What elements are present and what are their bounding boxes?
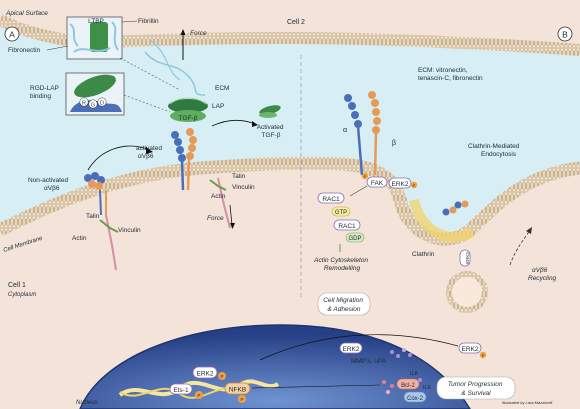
tumor-progression-box (436, 376, 516, 400)
rac1-bottom-label: RAC1 (338, 223, 356, 230)
actin-left-label: Actin (72, 235, 87, 242)
erk2-right-phospho: P (482, 353, 485, 358)
svg-text:A: A (9, 30, 15, 40)
erk2-vesicle-label: ERK2 (465, 252, 470, 264)
erk2-outside-node (339, 342, 363, 354)
bcl2-label: Bcl-2 (401, 383, 415, 389)
rgd-lap-label: RGD-LAP binding (30, 85, 61, 100)
fak-label: FAK (371, 180, 384, 187)
erk2-right-node (458, 342, 487, 359)
ecm-b-label: ECM: vitronectin, tenascin-C, fibronecti… (418, 67, 483, 82)
fak-phospho: P (364, 174, 367, 179)
ltbp-label: LTBP (88, 18, 104, 25)
erk2-b-label: ERK2 (392, 181, 409, 188)
rac1-gdp-node (333, 219, 365, 243)
panel-b-integrin (344, 91, 381, 176)
clathrin-coat (409, 198, 475, 242)
apical-surface-label: Apical Surface (5, 10, 48, 17)
credit-label: Illustrated by Lara Mazzinelli (502, 400, 553, 405)
gtp-label: GTP (335, 210, 347, 216)
recycling-label: αVβ6 Recycling (528, 267, 557, 282)
cytokine-cluster (382, 378, 427, 403)
clathrin-label: Clathrin (412, 251, 435, 258)
ets1-node (169, 383, 203, 399)
erk2-nucleus-node (192, 366, 226, 380)
svg-text:B: B (562, 30, 568, 40)
activated-tgfb-icon (259, 105, 281, 118)
activated-tgfb-label: Activated TGF-β (257, 124, 286, 139)
tumor-progression-label: Tumor Progression & Survival (448, 381, 505, 397)
erk2-vesicle-node (459, 249, 471, 267)
activated-avb6-label: activated αVβ6 (136, 145, 164, 160)
talin-mid-label: Talin (232, 173, 246, 180)
fak-node (361, 172, 388, 188)
erk2-right-label: ERK2 (462, 346, 479, 353)
alpha-label: α (343, 127, 347, 134)
nfkb-label: NFKB (229, 387, 246, 394)
clathrin-mediated-label: Clathrin-Mediated Endocytosis (468, 143, 521, 158)
il6-label: IL6 (423, 385, 431, 391)
ets1-label: Ets-1 (173, 387, 189, 394)
cell-migration-box (317, 292, 371, 316)
nfkb-node (224, 382, 251, 403)
erk2-b-phospho: P (413, 183, 416, 188)
ltbp-inset (66, 16, 123, 60)
nfkb-phospho: P (240, 397, 243, 402)
cell1-label: Cell 1 (8, 282, 26, 289)
non-activated-label: Non-activated αVβ6 (28, 177, 70, 192)
fibrillin-label: Fibrillin (138, 18, 159, 25)
erk2-nuc-phospho: P (220, 374, 223, 379)
beta-label: β (392, 140, 396, 147)
rac1-top-label: RAC1 (322, 196, 340, 203)
rgd-g: G (91, 103, 95, 109)
gdp-label: GDP (348, 236, 361, 242)
lap-label: LAP (212, 103, 224, 110)
tgfb-label: TGF-β (179, 115, 198, 122)
cell-migration-label: Cell Migration & Adhesion (323, 297, 365, 313)
erk2-nuc-out-label: ERK2 (343, 346, 360, 353)
vinculin-mid-label: Vinculin (232, 184, 255, 191)
activated-integrin (171, 128, 197, 191)
force-mid-label: Force (207, 215, 224, 222)
cell2-membrane (0, 14, 580, 56)
mmp-dots (390, 348, 412, 358)
erk2-nuc-label: ERK2 (197, 371, 214, 378)
lap-tgfb-complex (168, 97, 208, 122)
cell1-cytoplasm (0, 163, 580, 409)
force-top-label: Force (190, 30, 207, 37)
mmps-label: MMP's, uPA (351, 358, 387, 365)
rac1-gtp-node (317, 192, 351, 217)
ecm-label: ECM (215, 85, 229, 92)
cox2-label: Cox-2 (407, 396, 424, 402)
rgd-r: R (82, 101, 86, 107)
rgd-lap-inset (65, 72, 125, 116)
non-activated-integrin (84, 172, 107, 216)
inset-connector (119, 57, 181, 91)
actin-remodelling-label: Actin Cytoskeleton Remodelling (313, 257, 370, 272)
talin-left-label: Talin (86, 213, 100, 220)
endocytic-vesicle (446, 271, 488, 313)
cell1-membrane (0, 156, 580, 246)
fibronectin-label: Fibronectin (8, 47, 41, 54)
ets1-phospho: P (197, 393, 200, 398)
erk2-b-node (388, 177, 418, 189)
vinculin-left-label: Vinculin (118, 227, 141, 234)
il8-label: IL8 (410, 371, 418, 377)
panel-a-marker: A (4, 26, 20, 42)
rgd-d: D (100, 101, 104, 107)
panel-b-marker: B (557, 26, 573, 42)
endocytosed-integrin (442, 200, 469, 216)
cytoplasm-label: Cytoplasm (8, 292, 36, 298)
cell2-label: Cell 2 (287, 19, 305, 26)
actin-mid-label: Actin (211, 193, 226, 200)
nucleus-label: Nucleus (76, 400, 98, 406)
